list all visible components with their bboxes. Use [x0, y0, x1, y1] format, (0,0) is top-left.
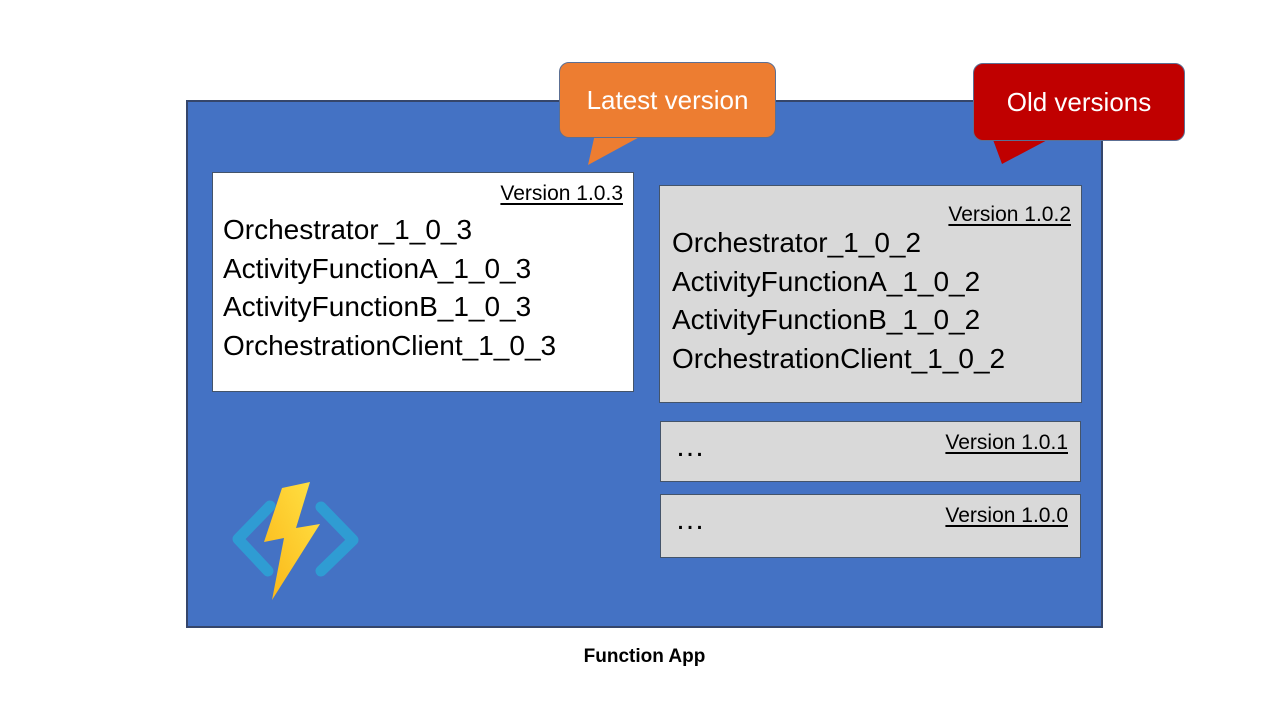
version-label-101: Version 1.0.1	[945, 431, 1068, 454]
function-app-caption: Function App	[583, 646, 706, 667]
lightning-bolt-icon	[264, 482, 320, 600]
right-code-bracket-icon	[315, 501, 359, 577]
version-label-103: Version 1.0.3	[500, 182, 623, 205]
latest-version-callout: Latest version	[559, 62, 776, 138]
version-label-102: Version 1.0.2	[948, 203, 1071, 226]
function-name: OrchestrationClient_1_0_3	[223, 329, 557, 361]
old-version-strip-101: Version 1.0.1 …	[660, 421, 1081, 482]
ellipsis-text: …	[675, 430, 705, 463]
function-list-103: Orchestrator_1_0_3 ActivityFunctionA_1_0…	[223, 211, 623, 365]
old-version-box-102: Version 1.0.2 Orchestrator_1_0_2 Activit…	[659, 185, 1082, 403]
version-label-100: Version 1.0.0	[945, 504, 1068, 527]
function-name: ActivityFunctionA_1_0_2	[672, 265, 981, 297]
azure-functions-icon	[232, 482, 359, 600]
function-name: Orchestrator_1_0_2	[672, 227, 922, 258]
function-name: OrchestrationClient_1_0_2	[672, 342, 1006, 374]
old-versions-callout: Old versions	[973, 63, 1185, 141]
function-name: ActivityFunctionB_1_0_2	[672, 304, 981, 335]
latest-version-box: Version 1.0.3 Orchestrator_1_0_3 Activit…	[212, 172, 634, 392]
old-callout-label: Old versions	[1006, 86, 1152, 117]
ellipsis-text: …	[675, 503, 705, 536]
function-name: Orchestrator_1_0_3	[223, 214, 473, 245]
function-list-102: Orchestrator_1_0_2 ActivityFunctionA_1_0…	[672, 224, 1071, 378]
old-version-strip-100: Version 1.0.0 …	[660, 494, 1081, 558]
function-name: ActivityFunctionA_1_0_3	[223, 252, 532, 284]
function-name: ActivityFunctionB_1_0_3	[223, 291, 532, 322]
latest-callout-label: Latest version	[586, 84, 749, 115]
left-code-bracket-icon	[232, 500, 276, 577]
